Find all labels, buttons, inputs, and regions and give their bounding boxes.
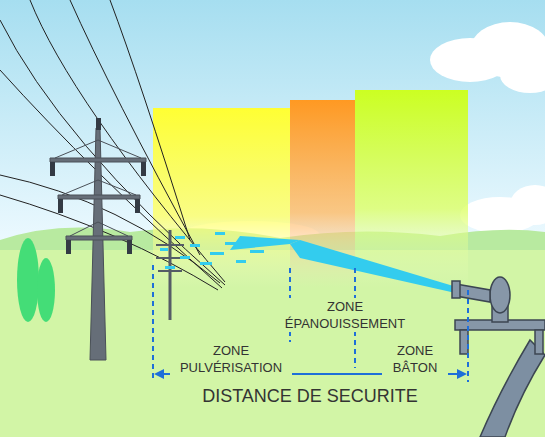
zone-label: ZONE ÉPANOUISSEMENT [280,298,410,332]
power-lines [0,0,225,290]
zone-label: ZONE PULVÉRISATION [170,342,292,376]
water-jet [160,232,460,294]
zone-band [355,90,468,288]
zone-label: ZONE BÂTON [382,342,448,376]
zone-limit-lines [153,265,468,382]
small-pole [156,230,184,320]
insulators [50,118,146,254]
distance-label: DISTANCE DE SECURITE [202,385,418,408]
water-cannon [452,277,545,437]
pylon [50,128,146,360]
trees [17,238,55,322]
zone-band [153,108,290,288]
